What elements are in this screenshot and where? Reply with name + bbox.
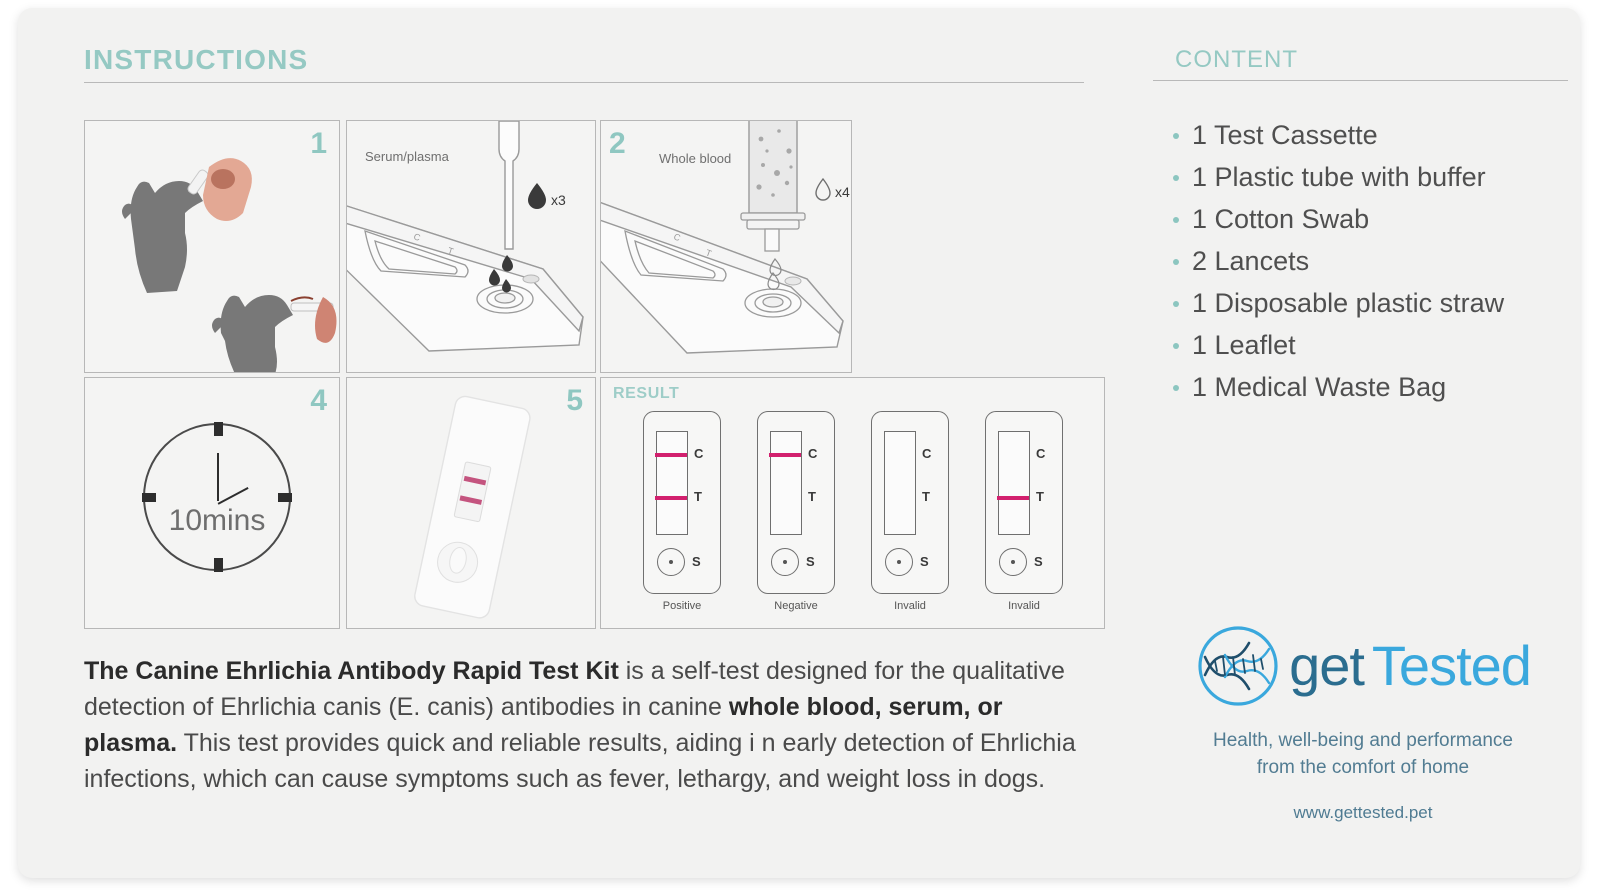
clock-tick-9 xyxy=(142,493,156,502)
description-text-1: is a self-test designed for the qualitat… xyxy=(84,657,1065,721)
step-number-1: 1 xyxy=(310,127,327,160)
control-line xyxy=(655,453,688,457)
t-marker: T xyxy=(808,489,816,504)
clock-tick-12 xyxy=(214,422,223,436)
description-bold-2: whole blood, serum, or plasma. xyxy=(84,693,1003,757)
step-panel-read: 5 xyxy=(346,377,596,629)
serum-drops-count: x3 xyxy=(551,192,566,208)
step-panel-serum: Serum/plasma x3 C T xyxy=(346,120,596,373)
result-panel: RESULT C T S Positive xyxy=(600,377,1105,629)
step-number-5: 5 xyxy=(566,384,583,417)
result-cassette-negative: C T S Negative xyxy=(757,411,835,612)
logo-row: get Tested xyxy=(1138,623,1580,709)
result-window xyxy=(884,431,916,535)
cassette-body: C T S xyxy=(643,411,721,594)
list-item: 1 Test Cassette xyxy=(1170,114,1580,156)
description-bold-1: The Canine Ehrlichia Antibody Rapid Test… xyxy=(84,657,619,685)
clock-tick-3 xyxy=(278,493,292,502)
svg-text:C: C xyxy=(672,231,682,243)
sample-well-icon xyxy=(657,548,685,576)
brand-word-tested: Tested xyxy=(1371,634,1532,697)
c-marker: C xyxy=(808,446,818,461)
list-item: 1 Disposable plastic straw xyxy=(1170,282,1580,324)
s-marker: S xyxy=(692,554,701,569)
s-marker: S xyxy=(920,554,929,569)
result-label: Positive xyxy=(662,600,702,612)
content-heading: CONTENT xyxy=(1175,46,1298,73)
sample-well-icon xyxy=(999,548,1027,576)
product-description: The Canine Ehrlichia Antibody Rapid Test… xyxy=(84,653,1084,797)
result-cassette-invalid-1: C T S Invalid xyxy=(871,411,949,612)
dna-circle-logo-icon xyxy=(1198,626,1278,706)
t-marker: T xyxy=(922,489,930,504)
result-cassette-row: C T S Positive C T S Negative xyxy=(643,411,1063,612)
description-text-2: This test provides quick and reliable re… xyxy=(84,729,1076,793)
clock-minute-hand xyxy=(217,453,220,501)
brand-tagline: Health, well-being and performance from … xyxy=(1138,727,1580,781)
list-item: 1 Cotton Swab xyxy=(1170,198,1580,240)
list-item: 1 Medical Waste Bag xyxy=(1170,366,1580,408)
control-line xyxy=(769,453,802,457)
clock-icon: 10mins xyxy=(142,422,292,572)
result-heading: RESULT xyxy=(613,385,680,402)
content-divider xyxy=(1153,80,1568,81)
cassette-body: C T S xyxy=(985,411,1063,594)
clock-tick-6 xyxy=(214,558,223,572)
pipette-icon: Serum/plasma x3 C T xyxy=(347,121,584,352)
result-cassette-positive: C T S Positive xyxy=(643,411,721,612)
infographic-card: INSTRUCTIONS CONTENT 1 Serum/plasma xyxy=(18,8,1580,878)
c-marker: C xyxy=(922,446,932,461)
cassette-photo-icon xyxy=(414,395,531,619)
result-cassette-invalid-2: C T S Invalid xyxy=(985,411,1063,612)
whole-blood-label: Whole blood xyxy=(659,151,731,166)
content-list: 1 Test Cassette 1 Plastic tube with buff… xyxy=(1170,114,1580,408)
sample-well-icon xyxy=(885,548,913,576)
serum-plasma-label: Serum/plasma xyxy=(365,149,450,164)
step-number-2: 2 xyxy=(609,127,626,160)
step-panel-wait: 4 10mins xyxy=(84,377,340,629)
tagline-line-1: Health, well-being and performance xyxy=(1213,730,1513,751)
s-marker: S xyxy=(806,554,815,569)
step-number-4: 4 xyxy=(310,384,327,417)
dog-sampling-icon xyxy=(122,158,337,372)
c-marker: C xyxy=(694,446,704,461)
svg-text:T: T xyxy=(704,247,713,258)
step-panel-whole-blood: 2 Whole blood x4 xyxy=(600,120,852,373)
t-marker: T xyxy=(694,489,702,504)
result-window xyxy=(769,431,802,535)
cassette-body: C T S xyxy=(757,411,835,594)
sample-well-icon xyxy=(771,548,799,576)
s-marker: S xyxy=(1034,554,1043,569)
result-window xyxy=(997,431,1030,535)
list-item: 1 Leaflet xyxy=(1170,324,1580,366)
test-line xyxy=(655,496,688,500)
svg-text:C: C xyxy=(412,231,422,243)
brand-word-get: get xyxy=(1289,634,1365,697)
result-window xyxy=(655,431,688,535)
clock-duration-label: 10mins xyxy=(168,504,266,537)
step-panel-1: 1 xyxy=(84,120,340,373)
test-line xyxy=(997,496,1030,500)
result-label: Invalid xyxy=(894,600,926,612)
clock-hour-hand xyxy=(217,486,249,506)
t-marker: T xyxy=(1036,489,1044,504)
buffer-tube-icon: Whole blood x4 xyxy=(601,121,850,354)
result-label: Invalid xyxy=(1008,600,1040,612)
tagline-line-2: from the comfort of home xyxy=(1256,757,1470,778)
instructions-divider xyxy=(84,82,1084,83)
svg-text:T: T xyxy=(446,245,455,256)
result-label: Negative xyxy=(774,600,818,612)
instructions-heading: INSTRUCTIONS xyxy=(84,44,309,75)
list-item: 1 Plastic tube with buffer xyxy=(1170,156,1580,198)
brand-url[interactable]: www.gettested.pet xyxy=(1293,803,1433,822)
list-item: 2 Lancets xyxy=(1170,240,1580,282)
brand-block: get Tested Health, well-being and perfor… xyxy=(1138,623,1580,823)
cassette-body: C T S xyxy=(871,411,949,594)
c-marker: C xyxy=(1036,446,1046,461)
whole-blood-drops-count: x4 xyxy=(835,184,850,200)
